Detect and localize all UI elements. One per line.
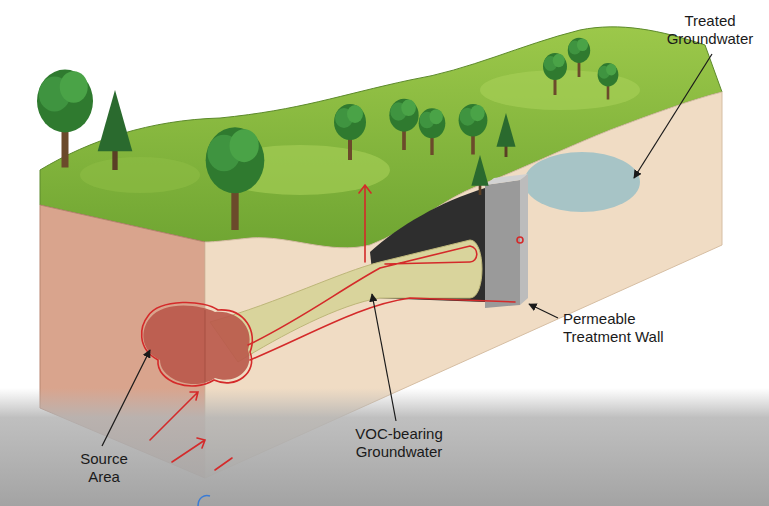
voc-plume bbox=[210, 240, 482, 362]
callout-label: Permeable Treatment Wall bbox=[563, 310, 688, 346]
video-band bbox=[0, 388, 769, 506]
treatment-wall bbox=[485, 180, 520, 308]
source-blob bbox=[143, 306, 249, 384]
leader-line bbox=[102, 54, 712, 446]
red-annotation bbox=[142, 185, 523, 470]
callout-label: Treated Groundwater bbox=[660, 12, 760, 48]
callout-label: Source Area bbox=[68, 450, 140, 486]
treated-plume bbox=[524, 152, 640, 212]
callout-label: VOC-bearing Groundwater bbox=[338, 425, 460, 461]
